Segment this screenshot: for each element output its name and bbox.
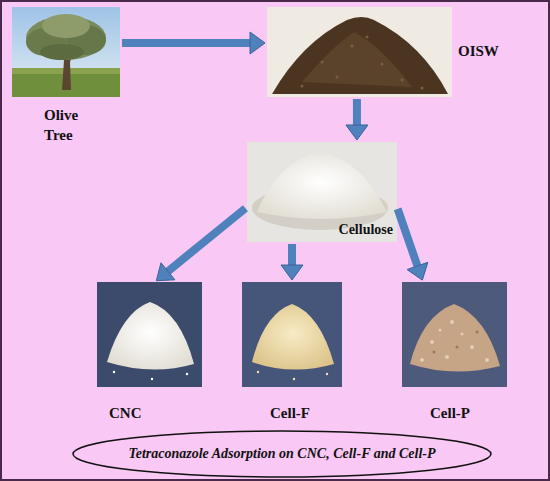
ellipse-text: Tetraconazole Adsorption on CNC, Cell-F … <box>128 446 435 462</box>
flow-arrow <box>281 244 303 280</box>
photo-label: CNC <box>109 403 142 423</box>
ellipse-node: Tetraconazole Adsorption on CNC, Cell-F … <box>72 430 492 478</box>
photo-node: CNC <box>97 282 202 387</box>
arrow-shaft <box>168 208 246 271</box>
photo-label: Cell-P <box>430 403 470 423</box>
flow-arrow <box>398 209 428 280</box>
flow-arrow <box>122 32 265 54</box>
flow-arrow <box>156 208 245 280</box>
photo-node: Olive Tree <box>12 7 120 97</box>
arrow-head <box>346 125 368 140</box>
arrow-head <box>156 263 175 281</box>
photo-label: Cell-F <box>270 403 310 423</box>
arrow-head <box>281 265 303 280</box>
photo-node: Cellulose <box>247 142 397 242</box>
arrow-shaft <box>353 99 361 125</box>
photo-node: Cell-P <box>402 282 507 387</box>
arrow-shaft <box>288 244 296 265</box>
photo-label: Olive Tree <box>44 105 104 146</box>
cnc-photo <box>97 282 202 387</box>
cell-f-photo <box>242 282 342 387</box>
photo-label: Cellulose <box>339 221 393 240</box>
photo-label: OISW <box>458 41 499 61</box>
photo-node: Cell-F <box>242 282 342 387</box>
arrow-head <box>250 32 265 54</box>
arrow-shaft <box>398 209 418 266</box>
arrow-head <box>407 262 428 280</box>
cell-p-photo <box>402 282 507 387</box>
olive-tree-photo <box>12 7 120 97</box>
cellulose-photo <box>247 142 397 242</box>
arrow-shaft <box>122 39 250 47</box>
photo-node: OISW <box>267 7 452 97</box>
flow-arrow <box>346 99 368 140</box>
oisw-photo <box>267 7 452 97</box>
